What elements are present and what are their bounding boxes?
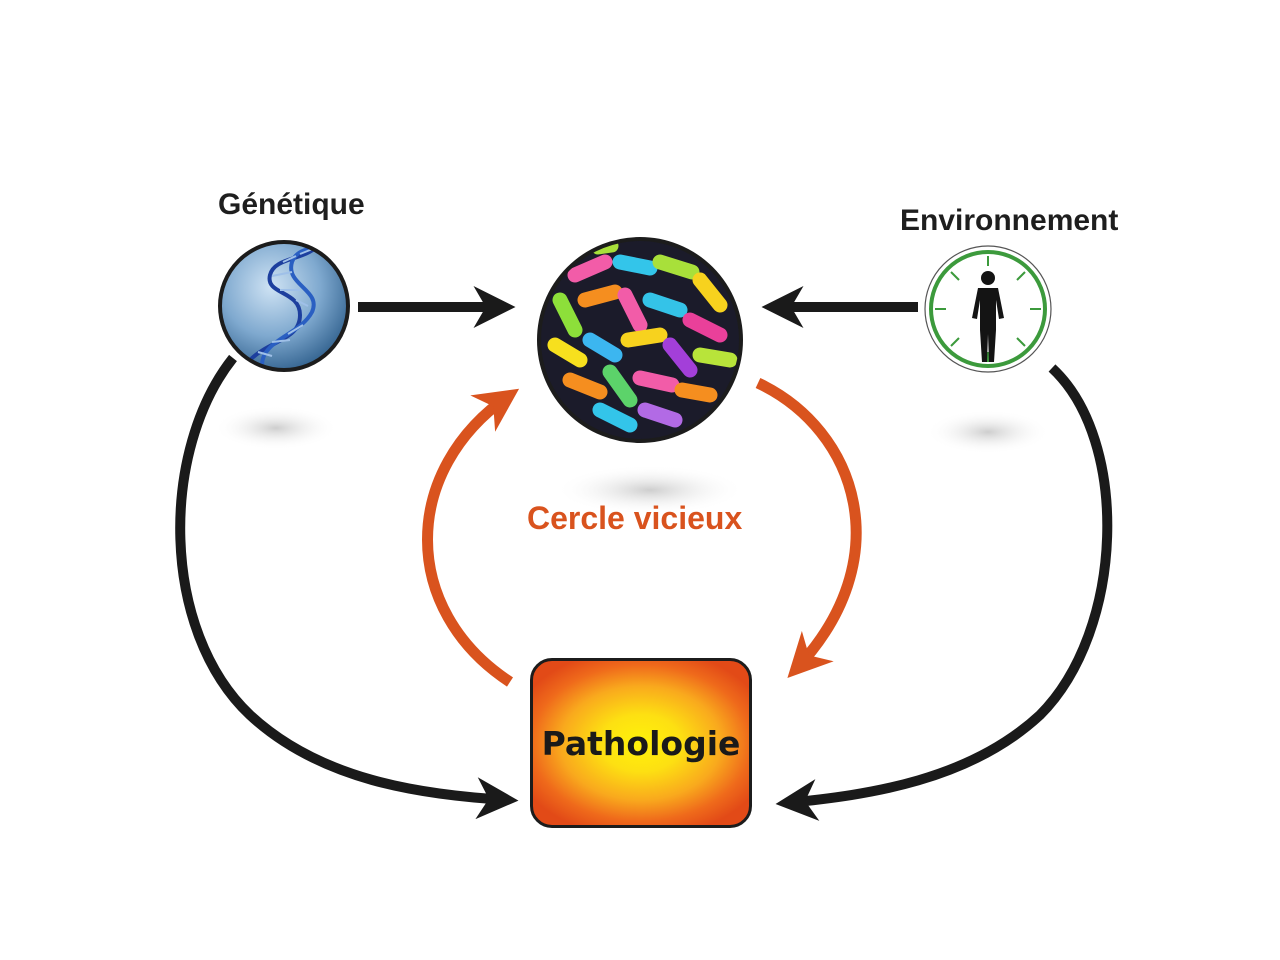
microbiota-shadow xyxy=(555,465,745,515)
environment-shadow xyxy=(926,410,1050,454)
pathology-label: Pathologie xyxy=(541,723,741,763)
vicious-circle-label: Cercle vicieux xyxy=(527,500,743,536)
arrow-microbiota-to-pathology xyxy=(755,378,862,678)
dna-helix-icon xyxy=(218,240,350,372)
pathology-box: Pathologie xyxy=(530,658,752,828)
human-figure-icon xyxy=(924,245,1052,373)
genetics-label: Génétique xyxy=(218,188,365,221)
genetics-shadow xyxy=(214,406,338,450)
environment-label: Environnement xyxy=(900,204,1119,237)
bacteria-icon xyxy=(537,237,743,443)
arrow-pathology-to-microbiota xyxy=(422,388,520,687)
arrow-environment-to-pathology xyxy=(775,364,1113,821)
arrow-genetics-to-pathology xyxy=(175,354,519,820)
